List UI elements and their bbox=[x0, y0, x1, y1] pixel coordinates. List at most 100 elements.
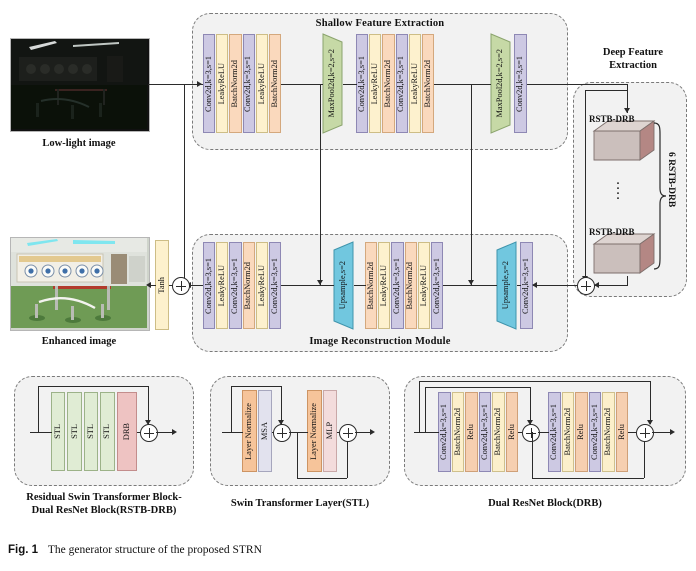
tanh-label: Tanh bbox=[156, 276, 166, 294]
stl-layer-a-2: MSA bbox=[257, 390, 272, 472]
maxpool-2: MaxPool2d,k=2,s=2 bbox=[490, 33, 511, 134]
drb-b2-layer-2-label: BatchNorm2d bbox=[562, 408, 572, 456]
low-light-image bbox=[10, 38, 150, 132]
drb-branch2-skip-bottom bbox=[532, 478, 644, 479]
shallow-layer-a-5-label: LeakyReLU bbox=[256, 62, 266, 105]
recon-layer-b-3-label: Conv2d,k=3,s=1 bbox=[392, 257, 402, 314]
stl-panel-title: Swin Transformer Layer(STL) bbox=[230, 498, 370, 509]
rstb-layer-2: STL bbox=[67, 392, 82, 471]
figure-label: Fig. 1 bbox=[8, 544, 39, 556]
drb-sum-node-1 bbox=[522, 424, 540, 442]
drb-b2-layer-2: BatchNorm2d bbox=[561, 392, 574, 472]
recon-layer-b-3: Conv2d,k=3,s=1 bbox=[391, 242, 404, 329]
arrow-into-shallow bbox=[197, 80, 202, 87]
stl-skip1-top bbox=[231, 386, 281, 387]
recon-layer-b-4-label: BatchNorm2d bbox=[405, 261, 415, 310]
line-deepsum-to-recon-tail bbox=[533, 285, 577, 286]
recon-layer-a-3-label: Conv2d,k=3,s=1 bbox=[230, 257, 240, 314]
rstb-drb-box-bottom-label: RSTB-DRB bbox=[589, 227, 635, 237]
line-deep-residual-down bbox=[585, 90, 586, 285]
rstb-skip-down bbox=[148, 386, 149, 424]
arrow-deep-output-into-plus bbox=[594, 281, 599, 288]
stl-layer-b-2-label: MLP bbox=[324, 422, 334, 440]
recon-layer-b-6: Conv2d,k=3,s=1 bbox=[430, 242, 444, 329]
drb-panel-title: Dual ResNet Block(DRB) bbox=[488, 498, 602, 509]
recon-layer-a-5: LeakyReLU bbox=[255, 242, 268, 329]
rstb-drb-box-top-label: RSTB-DRB bbox=[589, 114, 635, 124]
line-tanh-to-output bbox=[148, 285, 156, 286]
recon-layer-a-2-label: LeakyReLU bbox=[217, 264, 227, 307]
stl-skip1-down bbox=[281, 386, 282, 424]
line-deep-residual-tap bbox=[585, 90, 628, 91]
rstb-skip-arrow-down bbox=[145, 420, 151, 425]
skip-line-stage1-down bbox=[320, 84, 321, 285]
rstb-output-arrow bbox=[172, 428, 177, 435]
shallow-layer-b-5-label: LeakyReLU bbox=[409, 62, 419, 105]
maxpool-2-label: MaxPool2d,k=2,s=2 bbox=[495, 49, 505, 118]
stl-layer-b-1-label: Layer Normalize bbox=[309, 402, 319, 460]
drb-inner-skip-top bbox=[425, 387, 530, 388]
stl-panel bbox=[210, 376, 390, 486]
recon-layer-a-1-label: Conv2d,k=3,s=1 bbox=[203, 257, 213, 314]
rstb-skip-top bbox=[38, 386, 148, 387]
image-reconstruction-title: Image Reconstruction Module bbox=[309, 336, 451, 347]
rstb-drb-panel-title-l2: Dual ResNet Block(RSTB-DRB) bbox=[31, 505, 177, 516]
drb-input-line bbox=[414, 432, 439, 433]
line-sum-to-tanh bbox=[169, 285, 173, 286]
skip-line-input-down bbox=[184, 84, 185, 285]
drb-b1-layer-6: Relu bbox=[505, 392, 518, 472]
figure-caption: Fig. 1 The generator structure of the pr… bbox=[8, 544, 688, 556]
rstb-layer-2-label: STL bbox=[69, 424, 79, 439]
arrow-into-output-image bbox=[146, 281, 151, 288]
shallow-tail-conv: Conv2d,k=3,s=1 bbox=[514, 34, 527, 133]
drb-mid1 bbox=[518, 432, 522, 433]
line-up1-to-recon2 bbox=[354, 285, 366, 286]
line-deep-input-down bbox=[627, 84, 628, 113]
line-pool1-to-shallow2 bbox=[343, 84, 357, 85]
shallow-layer-a-6-label: BatchNorm2d bbox=[269, 59, 279, 108]
rstb-mid-line bbox=[137, 432, 141, 433]
recon-layer-b-1-label: BatchNorm2d bbox=[365, 261, 375, 310]
rstb-layer-3-label: STL bbox=[86, 424, 95, 439]
recon-layer-a-2: LeakyReLU bbox=[216, 242, 229, 329]
drb-b2-layer-1: Conv2d,k=3,s=1 bbox=[548, 392, 561, 472]
stl-sum-node-1 bbox=[273, 424, 291, 442]
stl-layer-b-1: Layer Normalize bbox=[307, 390, 322, 472]
shallow-layer-b-6: BatchNorm2d bbox=[421, 34, 435, 133]
drb-branch2-skip-down bbox=[532, 432, 533, 478]
drb-b1-layer-3-label: Relu bbox=[466, 424, 476, 440]
recon-layer-b-5: LeakyReLU bbox=[417, 242, 430, 329]
line-plus-to-recon1 bbox=[188, 285, 203, 286]
stl-mid2 bbox=[337, 432, 340, 433]
rstb-layer-5-label: DRB bbox=[121, 422, 131, 441]
upsample-1: Upsample,s=2 bbox=[333, 241, 354, 330]
drb-b1-layer-5-label: BatchNorm2d bbox=[493, 408, 503, 456]
rstb-layer-4-label: STL bbox=[102, 424, 112, 439]
line-deep-output-to-plus bbox=[595, 285, 628, 286]
deep-feature-extraction-title-l2: Extraction bbox=[609, 60, 657, 71]
shallow-layer-a-4: Conv2d,k=3,s=1 bbox=[242, 34, 255, 133]
stl-layer-a-1: Layer Normalize bbox=[242, 390, 257, 472]
recon-layer-b-1: BatchNorm2d bbox=[365, 242, 378, 329]
drb-b2-layer-3-label: Relu bbox=[576, 424, 586, 440]
enhanced-image-caption: Enhanced image bbox=[41, 336, 117, 347]
skip-line-stage2-down bbox=[471, 84, 472, 285]
drb-b2-layer-6-label: Relu bbox=[616, 424, 626, 440]
rstb-count-bracket bbox=[653, 122, 667, 270]
drb-inner-skip-up bbox=[425, 387, 426, 432]
recon-layer-a-4-label: BatchNorm2d bbox=[243, 261, 253, 310]
recon-tail-layer-1-label: Conv2d,k=3,s=1 bbox=[521, 257, 531, 314]
stl-skip2-up bbox=[347, 441, 348, 478]
drb-sum-node-2 bbox=[636, 424, 654, 442]
recon-layer-b-4: BatchNorm2d bbox=[404, 242, 417, 329]
shallow-layer-b-4-label: Conv2d,k=3,s=1 bbox=[396, 55, 406, 112]
drb-outer-skip-up bbox=[419, 381, 420, 432]
maxpool-1-label: MaxPool2d,k=2,s=2 bbox=[327, 49, 337, 118]
shallow-layer-a-5: LeakyReLU bbox=[255, 34, 268, 133]
drb-outer-skip-down bbox=[650, 381, 651, 424]
stl-skip2-bottom bbox=[297, 478, 347, 479]
